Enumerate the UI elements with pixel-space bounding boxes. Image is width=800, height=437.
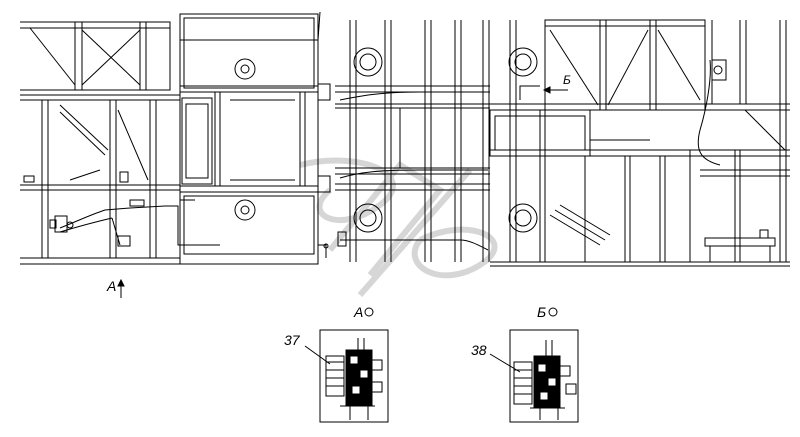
view-a-marker-label: A xyxy=(107,278,117,294)
detail-a-valve-assembly xyxy=(304,329,389,423)
view-b-arrow xyxy=(542,86,568,94)
watermark xyxy=(299,157,498,297)
view-b-marker-label: Б xyxy=(563,73,571,87)
frame-right-section xyxy=(489,19,790,267)
detail-a-circle-marker xyxy=(364,307,374,317)
frame-center-block xyxy=(165,11,331,265)
callout-37: 37 xyxy=(284,332,300,348)
detail-a-title: А xyxy=(354,304,364,320)
detail-b-valve-assembly xyxy=(489,329,579,423)
detail-b-circle-marker xyxy=(548,307,558,317)
callout-38: 38 xyxy=(471,342,487,358)
view-a-arrow xyxy=(117,278,125,298)
frame-left-section xyxy=(20,21,180,265)
frame-wheel-section xyxy=(335,20,490,262)
detail-b-title: Б xyxy=(537,304,547,320)
